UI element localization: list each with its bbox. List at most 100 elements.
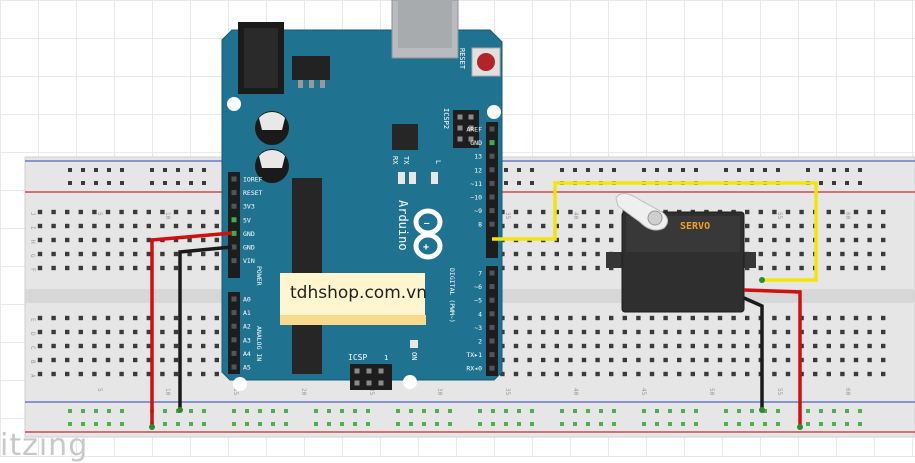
- icsp-pin: [378, 380, 384, 386]
- breadboard-hole: [500, 371, 505, 377]
- servo-shaft: [647, 210, 663, 226]
- rail-hole-connected: [107, 409, 111, 413]
- wire-servo-ground-black: [743, 296, 764, 410]
- breadboard-hole: [840, 329, 845, 335]
- breadboard-hole: [146, 251, 151, 257]
- rail-hole: [530, 168, 534, 172]
- rail-hole-connected: [448, 422, 452, 426]
- breadboard-hole: [78, 251, 83, 257]
- breadboard-hole: [201, 315, 206, 321]
- header-pin: [231, 323, 237, 329]
- breadboard-hole: [677, 315, 682, 321]
- breadboard-hole: [513, 343, 519, 349]
- arduino-board: RESET ICSP2 RX TX L: [221, 0, 503, 391]
- icsp-pin: [468, 125, 474, 131]
- breadboard-hole: [663, 371, 668, 377]
- row-letter: F: [29, 268, 36, 272]
- breadboard-hole: [609, 223, 614, 229]
- icsp-pin: [457, 136, 463, 142]
- breadboard-hole: [541, 265, 546, 271]
- breadboard-hole: [609, 329, 614, 335]
- breadboard-hole: [51, 371, 56, 377]
- rail-hole: [517, 181, 521, 185]
- logo-text: Arduino: [396, 200, 410, 251]
- breadboard-hole: [840, 343, 845, 349]
- breadboard-hole: [772, 357, 777, 363]
- breadboard-hole: [187, 223, 192, 229]
- breadboard-hole: [881, 237, 886, 243]
- breadboard-hole: [105, 371, 111, 377]
- breadboard-hole: [51, 315, 56, 321]
- breadboard-hole: [146, 329, 151, 335]
- row-letter: A: [29, 374, 36, 378]
- breadboard-hole: [881, 357, 886, 363]
- breadboard-hole: [214, 329, 219, 335]
- breadboard-hole: [609, 315, 614, 321]
- header-pin: [489, 311, 495, 317]
- rail-hole: [819, 168, 823, 172]
- rail-hole: [776, 168, 780, 172]
- breadboard-hole: [187, 357, 192, 363]
- breadboard-hole: [758, 237, 763, 243]
- breadboard-hole: [867, 265, 872, 271]
- breadboard-hole: [853, 343, 859, 349]
- header-pin: [489, 180, 495, 186]
- pin-label: 7: [478, 270, 482, 278]
- breadboard-hole: [581, 371, 587, 377]
- breadboard-hole: [541, 357, 546, 363]
- breadboard-hole: [78, 371, 83, 377]
- breadboard-hole: [105, 329, 111, 335]
- rail-hole: [81, 168, 85, 172]
- row-letter: J: [29, 212, 36, 216]
- breadboard-hole: [554, 251, 559, 257]
- rail-hole: [573, 168, 577, 172]
- breadboard-hole: [568, 371, 573, 377]
- breadboard-hole: [690, 343, 695, 349]
- icsp-pin: [366, 368, 372, 374]
- breadboard-hole: [201, 237, 206, 243]
- rail-hole-connected: [314, 409, 318, 413]
- rail-hole-connected: [681, 409, 685, 413]
- column-number-bottom: 45: [640, 388, 647, 396]
- reset-label: RESET: [458, 48, 466, 70]
- sticky-note-face: [280, 273, 425, 315]
- breadboard-hole: [527, 357, 532, 363]
- breadboard-hole: [636, 343, 641, 349]
- regulator-pin: [298, 80, 303, 88]
- breadboard-hole: [527, 329, 532, 335]
- header-pin: [489, 126, 495, 132]
- breadboard-hole: [541, 209, 546, 215]
- breadboard-hole: [690, 329, 695, 335]
- row-letter: B: [29, 360, 36, 364]
- breadboard-hole: [65, 343, 70, 349]
- header-pin: [489, 338, 495, 344]
- breadboard-hole: [717, 357, 723, 363]
- breadboard-hole: [119, 251, 124, 257]
- pin-label: ~11: [470, 180, 482, 188]
- rail-hole: [202, 168, 206, 172]
- rail-hole: [750, 168, 754, 172]
- pin-label: 12: [474, 166, 482, 174]
- breadboard-hole: [92, 357, 97, 363]
- breadboard-hole: [636, 371, 641, 377]
- breadboard-hole: [636, 357, 641, 363]
- breadboard-hole: [731, 343, 736, 349]
- breadboard-hole: [758, 265, 763, 271]
- breadboard-hole: [78, 343, 83, 349]
- rail-hole-connected: [819, 409, 823, 413]
- rail-hole-connected: [189, 409, 193, 413]
- rail-hole: [858, 168, 862, 172]
- rail-hole-connected: [612, 422, 616, 426]
- rail-hole: [94, 181, 98, 185]
- breadboard-hole: [785, 357, 791, 363]
- rail-hole: [68, 181, 72, 185]
- breadboard-hole: [867, 209, 872, 215]
- column-number-bottom: 15: [232, 388, 239, 396]
- breadboard-hole: [554, 329, 559, 335]
- breadboard-hole: [65, 209, 70, 215]
- breadboard-hole: [51, 265, 56, 271]
- breadboard-hole: [554, 237, 559, 243]
- breadboard-hole: [745, 237, 750, 243]
- breadboard-hole: [51, 237, 56, 243]
- breadboard-hole: [568, 251, 573, 257]
